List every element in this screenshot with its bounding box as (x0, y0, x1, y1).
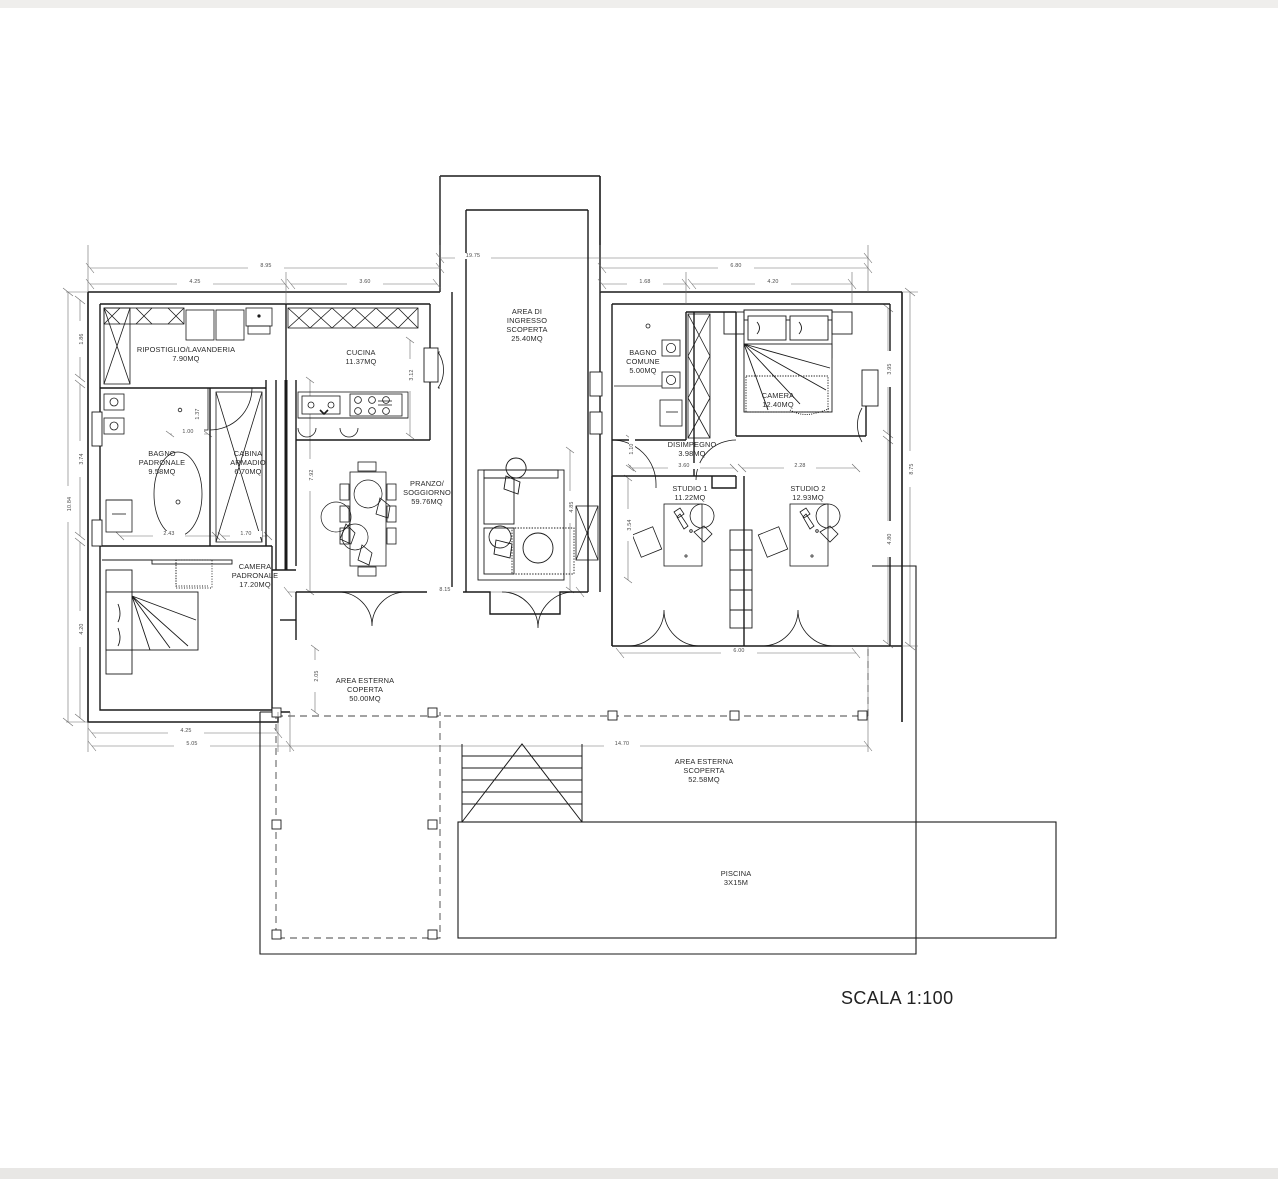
dim-int-2-43: 2.43 (153, 531, 185, 537)
extension-lines (66, 176, 918, 752)
furniture-camera-padronale (102, 559, 233, 675)
dim-top-6-80: 6.80 (718, 263, 754, 269)
dim-top-4-20: 4.20 (755, 279, 791, 285)
dim-left-4-20: 4.20 (79, 611, 85, 647)
dim-top-4-25: 4.25 (177, 279, 213, 285)
dim-right-total: 8.75 (909, 451, 915, 487)
dim-bot-8-15: 8.15 (427, 587, 463, 593)
furniture-cabina-armadio (215, 391, 263, 543)
furniture-bagno-comune (614, 323, 683, 427)
dim-int-1-00: 1.00 (172, 429, 204, 435)
furniture-ripostiglio (103, 307, 273, 385)
room-label-studio2: STUDIO 2 12.93MQ (790, 484, 826, 503)
dim-int-1-10: 1.10 (629, 433, 635, 465)
room-label-ripostiglio: RIPOSTIGLIO/LAVANDERIA 7.90MQ (136, 345, 236, 364)
pool-outline (457, 821, 1057, 939)
dim-top-total: 19.75 (455, 253, 491, 259)
sheet-top-edge (0, 0, 1278, 8)
dim-right-3-95: 3.95 (887, 351, 893, 387)
room-label-area-esterna-coperta: AREA ESTERNA COPERTA 50.00MQ (335, 676, 395, 704)
external-covered-area (259, 565, 917, 955)
dim-bot-5-05: 5.05 (174, 741, 210, 747)
dim-top-8-95: 8.95 (248, 263, 284, 269)
room-label-bagno-comune: BAGNO COMUNE 5.00MQ (626, 348, 660, 376)
dim-int-2-28: 2.28 (784, 463, 816, 469)
door-swings (209, 351, 863, 647)
dim-int-1-70: 1.70 (230, 531, 262, 537)
scale-label: SCALA 1:100 (841, 988, 954, 1008)
dim-right-4-80: 4.80 (887, 521, 893, 557)
dim-left-total: 10.84 (67, 486, 73, 522)
furniture-studio1 (631, 503, 715, 567)
dim-bot-6-00: 6.00 (721, 648, 757, 654)
furniture-studio2 (757, 503, 841, 567)
room-label-disimpegno: DISIMPEGNO 3.98MQ (667, 440, 717, 459)
room-label-area-esterna-scoperta: AREA ESTERNA SCOPERTA 52.58MQ (674, 757, 734, 785)
furniture-wardrobe-strip (687, 313, 711, 439)
room-label-bagno-padronale: BAGNO PADRONALE 9.58MQ (138, 449, 186, 477)
room-label-studio1: STUDIO 1 11.22MQ (672, 484, 708, 503)
room-label-piscina: PISCINA 3X15M (720, 869, 752, 888)
dim-int-1-37: 1.37 (195, 398, 201, 430)
entrance-stairs (461, 743, 583, 823)
dim-int-4-85: 4.85 (569, 491, 575, 523)
furniture-tv-unit (575, 505, 599, 561)
room-label-camera: CAMERA 12.40MQ (761, 391, 795, 410)
dim-top-1-68: 1.68 (627, 279, 663, 285)
sheet-bottom-edge (0, 1168, 1278, 1179)
dim-int-3-54: 3.54 (627, 509, 633, 541)
room-label-camera-padronale: CAMERA PADRONALE 17.20MQ (231, 562, 279, 590)
furniture-central-shelf (729, 529, 753, 629)
dim-left-1-86: 1.86 (79, 321, 85, 357)
window-openings (91, 347, 879, 547)
pergola-columns (271, 707, 868, 940)
dim-int-2-05: 2.05 (314, 660, 320, 692)
dim-bot-14-70: 14.70 (604, 741, 640, 747)
furniture-cucina-uppercabinets (287, 307, 419, 329)
furniture-camera-bed (723, 309, 853, 415)
furniture-kitchen-island (297, 391, 409, 438)
room-label-cucina: CUCINA 11.37MQ (345, 348, 377, 367)
dim-int-3-60: 3.60 (668, 463, 700, 469)
dim-top-3-60: 3.60 (347, 279, 383, 285)
furniture-dining-table (320, 461, 397, 577)
dim-left-3-74: 3.74 (79, 441, 85, 477)
dim-bot-4-25: 4.25 (168, 728, 204, 734)
dim-int-7-92: 7.92 (309, 459, 315, 491)
room-label-pranzo-soggiorno: PRANZO/ SOGGIORNO 59.76MQ (403, 479, 451, 507)
room-label-cabina-armadio: CABINA ARMADIO 6.70MQ (230, 449, 266, 477)
dim-int-3-12: 3.12 (409, 359, 415, 391)
furniture-living-sofa (477, 457, 575, 581)
room-label-area-ingresso: AREA DI INGRESSO SCOPERTA 25.40MQ (506, 307, 548, 344)
